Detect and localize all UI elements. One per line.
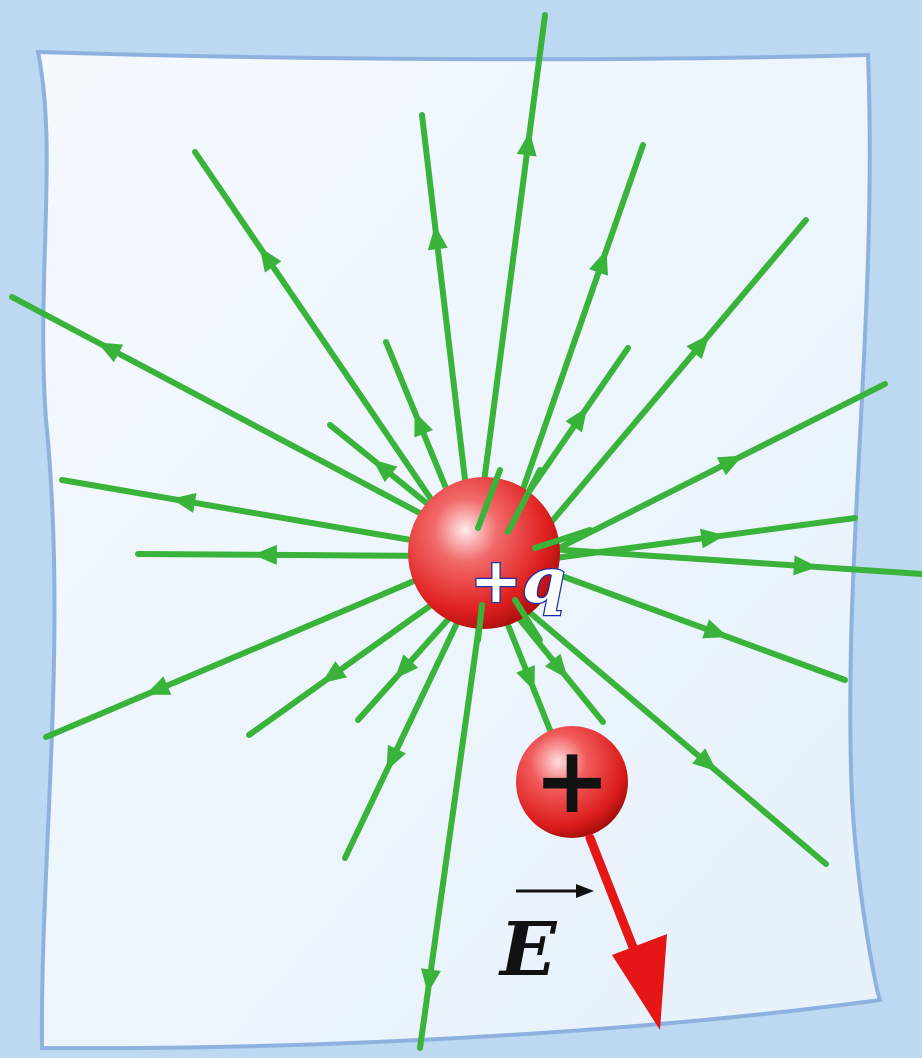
field-line: [532, 545, 922, 577]
field-line-arrowhead: [544, 653, 568, 679]
field-line: [9, 294, 451, 531]
field-line-arrowhead: [171, 492, 197, 513]
field-line-arrowhead: [97, 342, 124, 363]
field-line-arrowhead: [386, 744, 406, 771]
field-lines: [9, 12, 922, 1051]
field-line: [475, 12, 548, 531]
field-line: [43, 567, 443, 740]
field-line-arrowhead: [321, 661, 347, 684]
field-line-arrowhead: [252, 544, 277, 565]
field-line: [537, 565, 848, 683]
field-line-segment: [475, 467, 503, 531]
field-line-arrowhead: [565, 406, 588, 433]
field-line-arrowhead: [394, 654, 419, 679]
field-line-segment: [505, 467, 543, 535]
field-line-arrowhead: [427, 225, 448, 251]
field-line-arrowhead: [589, 249, 608, 276]
field-line: [542, 381, 888, 558]
field-line: [419, 112, 473, 525]
field-vector-label: E: [498, 907, 558, 993]
field-line: [135, 551, 443, 559]
vector-arrowhead-icon: [576, 884, 594, 898]
test-charge-plus-icon: +: [533, 727, 610, 834]
field-line-segment: [532, 527, 593, 551]
field-line: [497, 602, 553, 733]
field-line-arrowhead: [414, 411, 433, 438]
field-line-arrowhead: [516, 131, 537, 157]
field-line-arrowhead: [692, 748, 717, 772]
field-line: [512, 597, 829, 867]
charge-label: +q: [470, 544, 565, 617]
field-line: [246, 585, 458, 738]
field-line-arrowhead: [686, 334, 710, 360]
field-line-arrowhead: [702, 619, 729, 639]
source-charge: [408, 477, 560, 629]
field-line: [342, 597, 471, 861]
field-line: [59, 477, 443, 548]
field-line-segment: [512, 597, 543, 643]
field-line: [192, 149, 453, 530]
field-lines-over-charge: [475, 467, 593, 643]
field-line-arrowhead: [421, 968, 441, 994]
field-line-arrowhead: [793, 555, 818, 576]
field-line: [529, 217, 809, 548]
field-vector-label-group: E: [498, 884, 594, 993]
field-line-arrowhead: [700, 528, 726, 549]
field-line-arrowhead: [372, 459, 398, 483]
field-line-arrowhead: [716, 455, 743, 476]
field-line-segment: [475, 602, 485, 643]
field-line-arrowhead: [145, 676, 172, 695]
field-line: [505, 142, 646, 535]
test-charge: [516, 726, 628, 838]
field-line-arrowhead: [516, 665, 535, 692]
field-line-arrowhead: [259, 247, 282, 273]
field-vector-arrow: [585, 833, 667, 1030]
